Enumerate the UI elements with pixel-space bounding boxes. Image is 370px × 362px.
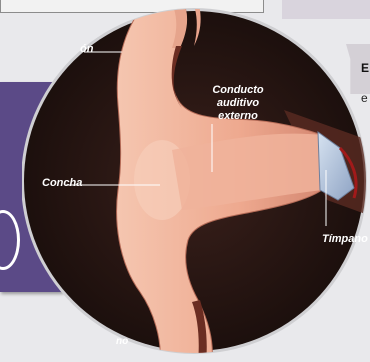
ear-canal-label-line3: externo	[198, 110, 278, 123]
ear-canal-label-line1: Conducto	[198, 84, 278, 97]
ear-canal-label: Conducto auditivo externo	[198, 84, 278, 123]
helix-label: ón	[80, 43, 93, 55]
tympanum-label: Tímpano	[322, 233, 368, 245]
ear-canal-label-line2: auditivo	[198, 97, 278, 110]
concha-label: Concha	[42, 177, 82, 189]
ear-diagram: ón Concha Conducto auditivo externo Tímp…	[22, 0, 368, 362]
bottom-label-fragment: no	[116, 336, 128, 347]
